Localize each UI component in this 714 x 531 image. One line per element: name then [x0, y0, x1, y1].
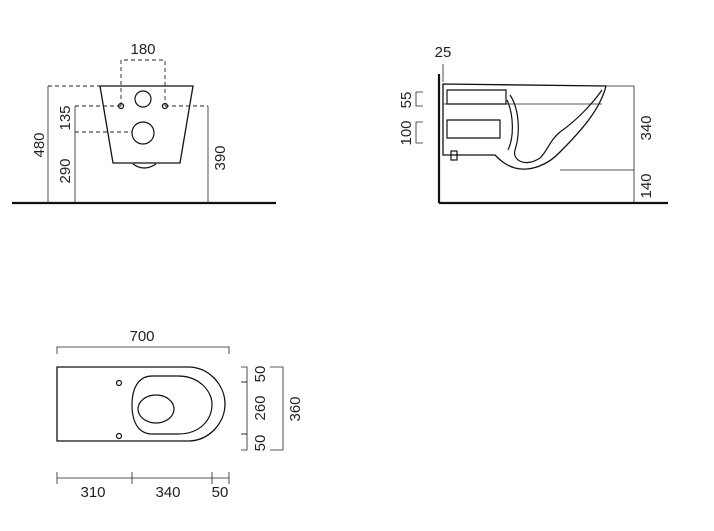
front-dim-390: 390 [212, 145, 229, 170]
plan-dim-side-50-bottom: 50 [252, 435, 269, 452]
front-dim-480: 480 [31, 132, 48, 157]
front-dim-180: 180 [130, 41, 155, 58]
plan-dim-side-50-top: 50 [252, 366, 269, 383]
side-outlet-stub [450, 150, 458, 161]
side-55-bracket [415, 91, 423, 107]
front-180-bracket [120, 59, 166, 106]
side-dim-340: 340 [638, 115, 655, 140]
front-dim-290: 290 [57, 158, 74, 183]
front-bowl-outline [99, 85, 194, 164]
plan-side-50-top-bracket [241, 366, 248, 383]
side-inlet-pipe [446, 89, 507, 105]
side-dim-100: 100 [398, 120, 415, 145]
side-bowl-outline [442, 83, 607, 170]
plan-dim-310: 310 [80, 484, 105, 501]
front-view: 180 480 135 290 390 [12, 41, 276, 205]
plan-view: 700 310 340 50 50 260 50 360 [56, 328, 304, 501]
side-bowl-inner [509, 89, 603, 164]
plan-seat-opening [131, 375, 213, 435]
plan-dim-side-260: 260 [252, 395, 269, 420]
side-dim-140: 140 [638, 173, 655, 198]
plan-dim-700: 700 [129, 328, 154, 345]
plan-side-50-bottom-bracket [241, 433, 248, 451]
plan-dim-50: 50 [212, 484, 229, 501]
front-inlet-hole [134, 90, 152, 108]
front-outlet-hole [131, 121, 155, 145]
plan-side-260-bracket [241, 381, 248, 435]
side-100-bracket [415, 121, 423, 144]
side-dim-25: 25 [435, 44, 452, 61]
side-view: 25 55 100 340 140 [398, 44, 668, 205]
plan-dim-340: 340 [155, 484, 180, 501]
plan-bowl-outline-smooth [56, 366, 226, 442]
front-outlet-arc [132, 163, 157, 169]
plan-700-bracket [56, 346, 230, 354]
plan-water-area [137, 394, 175, 424]
side-dim-55: 55 [398, 92, 415, 109]
plan-bolt-hole-top [115, 379, 123, 387]
side-outlet-pipe [446, 119, 501, 139]
plan-bolt-hole-bottom [115, 432, 123, 440]
front-dim-135: 135 [57, 105, 74, 130]
plan-side-360-bracket [270, 366, 284, 451]
plan-dim-360: 360 [287, 396, 304, 421]
